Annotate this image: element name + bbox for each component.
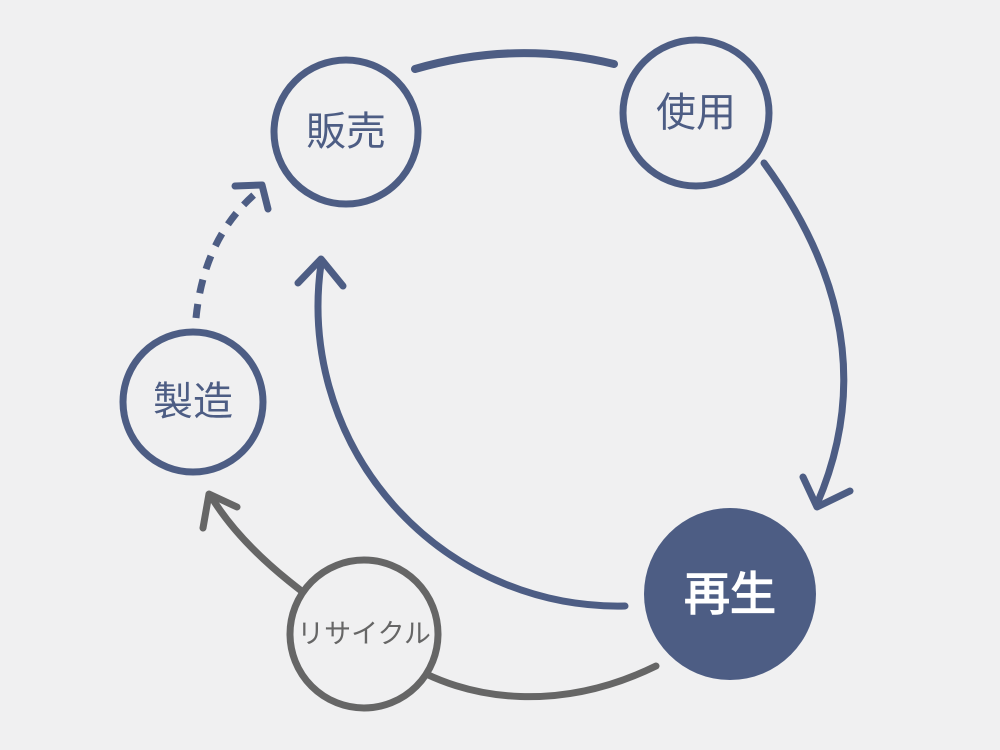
- edge-use-to-regeneration: [760, 159, 848, 508]
- node-manufacturing-label: 製造: [153, 380, 233, 424]
- arrowhead-icon-regeneration-to-sales: [294, 255, 347, 290]
- node-manufacturing-circle: [119, 328, 267, 476]
- node-regeneration-circle: [644, 508, 816, 680]
- node-recycling-circle: [286, 556, 442, 712]
- node-use: 使用: [619, 36, 773, 190]
- node-use-circle: [619, 36, 773, 190]
- node-regeneration-label: 再生: [684, 568, 776, 620]
- node-sales-circle: [270, 56, 422, 208]
- edge-sales-to-use: [411, 49, 618, 73]
- node-manufacturing: 製造: [119, 328, 267, 476]
- edge-manufacturing-to-sales-dashed: [192, 190, 259, 319]
- node-sales: 販売: [270, 56, 422, 208]
- node-recycling: リサイクル: [286, 556, 442, 712]
- edge-regeneration-to-sales: [314, 260, 629, 610]
- arrowhead-icon-regeneration-to-manufacturing: [199, 490, 241, 532]
- node-regeneration: 再生: [644, 508, 816, 680]
- node-use-label: 使用: [656, 91, 736, 135]
- arrowhead-icon-manufacturing-to-sales: [231, 181, 272, 213]
- node-recycling-label: リサイクル: [297, 619, 431, 649]
- arrowhead-icon-use-to-regeneration: [799, 473, 854, 511]
- node-sales-label: 販売: [306, 110, 386, 154]
